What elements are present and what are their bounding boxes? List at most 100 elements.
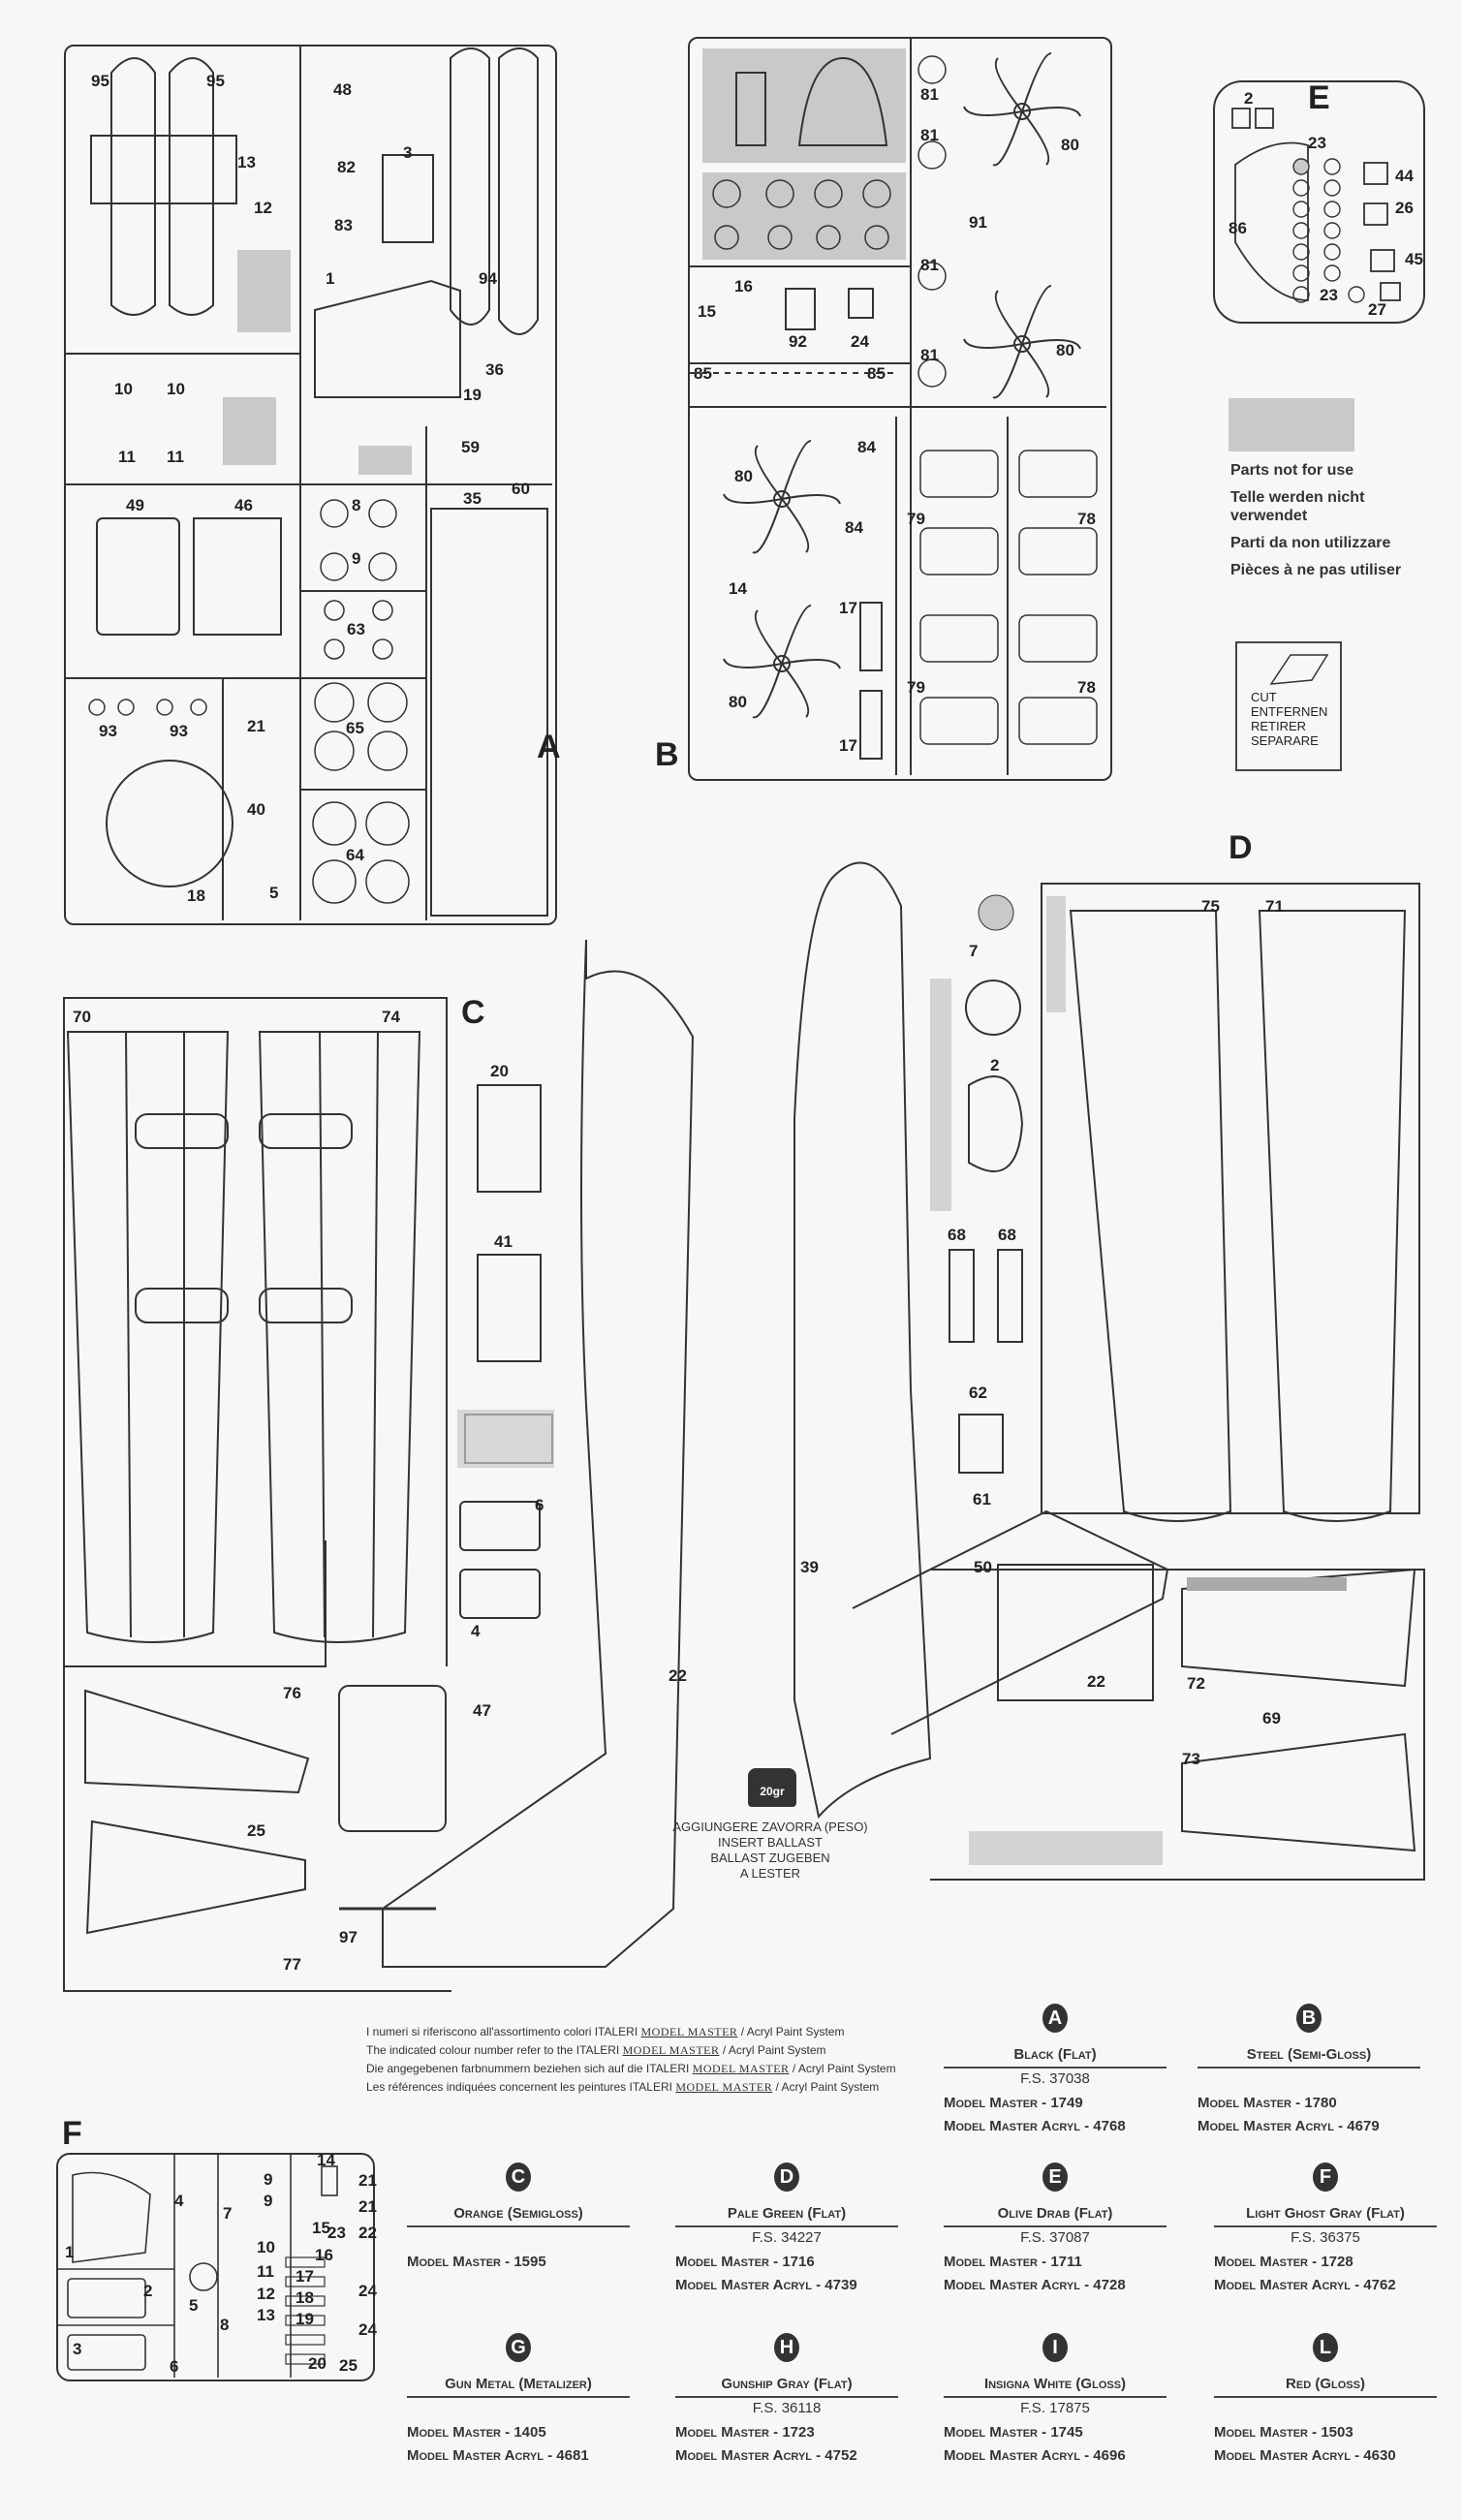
part-number: 2 bbox=[990, 1056, 1000, 1074]
part-number: 13 bbox=[257, 2306, 275, 2324]
part-number: 91 bbox=[969, 213, 987, 232]
part-number: 49 bbox=[126, 496, 144, 514]
color-name: Red (Gloss) bbox=[1214, 2376, 1437, 2398]
cut-label: CUT bbox=[1251, 690, 1277, 704]
part-number: 63 bbox=[347, 620, 365, 638]
part-number: 23 bbox=[1320, 286, 1338, 304]
part-number: 24 bbox=[358, 2320, 377, 2339]
ballast-line: BALLAST ZUGEBEN bbox=[710, 1851, 830, 1865]
legend-line: Pièces à ne pas utiliser bbox=[1230, 562, 1402, 578]
model-master-acryl-code: Model Master Acryl - 4739 bbox=[675, 2277, 857, 2293]
fs-number bbox=[1198, 2070, 1420, 2092]
model-master-logo: MODEL MASTER bbox=[675, 2080, 773, 2094]
part-number: 59 bbox=[461, 438, 480, 456]
part-number: 4 bbox=[174, 2192, 184, 2210]
part-number: 21 bbox=[247, 717, 265, 735]
part-number: 1 bbox=[326, 269, 335, 288]
fs-number: F.S. 36375 bbox=[1291, 2229, 1360, 2246]
part-number: 93 bbox=[170, 722, 188, 740]
part-number: 11 bbox=[118, 448, 136, 466]
color-letter-badge: G bbox=[506, 2333, 531, 2362]
part-number: 68 bbox=[948, 1226, 966, 1244]
part-number: 45 bbox=[1405, 250, 1423, 268]
part-number: 21 bbox=[358, 2171, 377, 2190]
part-number: 18 bbox=[187, 887, 205, 905]
part-number: 11 bbox=[257, 2262, 274, 2281]
color-letter-badge: I bbox=[1042, 2333, 1068, 2362]
part-number: 84 bbox=[857, 438, 876, 456]
part-number: 79 bbox=[907, 510, 925, 528]
part-number: 18 bbox=[296, 2288, 314, 2307]
color-reference-note: I numeri si riferiscono all'assortimento… bbox=[366, 2023, 909, 2097]
part-number: 5 bbox=[189, 2296, 199, 2315]
model-master-acryl-code: Model Master Acryl - 4752 bbox=[675, 2447, 857, 2464]
part-number: 85 bbox=[867, 364, 886, 383]
part-number: 25 bbox=[339, 2356, 358, 2375]
part-number: 82 bbox=[337, 158, 356, 176]
part-number: 20 bbox=[490, 1062, 509, 1080]
part-number: 41 bbox=[494, 1232, 513, 1251]
part-number: 14 bbox=[729, 579, 747, 598]
ballast-weight-icon: 20gr bbox=[748, 1768, 796, 1807]
sprue-letter: A bbox=[537, 729, 561, 765]
part-number: 7 bbox=[223, 2204, 233, 2223]
part-number: 16 bbox=[315, 2246, 333, 2264]
part-number: 80 bbox=[1061, 136, 1079, 154]
color-letter-badge: C bbox=[506, 2162, 531, 2192]
fs-number: F.S. 17875 bbox=[1020, 2400, 1090, 2416]
color-name: Olive Drab (Flat) bbox=[944, 2205, 1166, 2227]
part-number: 92 bbox=[789, 332, 807, 351]
part-number: 15 bbox=[312, 2219, 330, 2237]
fs-number bbox=[1214, 2400, 1437, 2421]
part-number: 69 bbox=[1262, 1709, 1281, 1727]
model-master-code: Model Master - 1723 bbox=[675, 2424, 815, 2441]
ballast-line: AGGIUNGERE ZAVORRA (PESO) bbox=[672, 1820, 868, 1834]
part-number: 25 bbox=[247, 1821, 265, 1840]
legend-not-for-use: Parts not for use Telle werden nicht ver… bbox=[1230, 461, 1444, 579]
model-master-logo: MODEL MASTER bbox=[640, 2025, 738, 2038]
part-number: 10 bbox=[114, 380, 133, 398]
part-number: 35 bbox=[463, 489, 482, 508]
part-number: 78 bbox=[1077, 510, 1096, 528]
part-number: 80 bbox=[1056, 341, 1074, 359]
color-letter-badge: A bbox=[1042, 2004, 1068, 2033]
legend-line: Parts not for use bbox=[1230, 462, 1354, 479]
model-master-acryl-code: Model Master Acryl - 4679 bbox=[1198, 2118, 1380, 2134]
part-number: 24 bbox=[358, 2282, 377, 2300]
sprue-b-frame bbox=[688, 37, 1112, 781]
part-number: 14 bbox=[317, 2151, 335, 2169]
part-number: 22 bbox=[358, 2224, 377, 2242]
model-master-logo: MODEL MASTER bbox=[622, 2043, 720, 2057]
part-number: 15 bbox=[698, 302, 716, 321]
part-number: 3 bbox=[403, 143, 413, 162]
legend-line: Parti da non utilizzare bbox=[1230, 535, 1391, 551]
part-number: 17 bbox=[839, 736, 857, 755]
part-number: 75 bbox=[1201, 897, 1220, 916]
part-number: 7 bbox=[969, 942, 979, 960]
part-number: 39 bbox=[800, 1558, 819, 1576]
ballast-weight: 20gr bbox=[760, 1785, 785, 1798]
model-master-code: Model Master - 1728 bbox=[1214, 2254, 1353, 2270]
reference-line: The indicated colour number refer to the… bbox=[366, 2043, 826, 2057]
cut-label: RETIRER bbox=[1251, 719, 1307, 733]
model-master-code: Model Master - 1716 bbox=[675, 2254, 815, 2270]
cut-label: ENTFERNEN bbox=[1251, 704, 1328, 719]
part-number: 79 bbox=[907, 678, 925, 697]
part-number: 78 bbox=[1077, 678, 1096, 697]
unused-parts-swatch bbox=[1229, 398, 1354, 451]
sprue-letter: E bbox=[1308, 79, 1330, 116]
part-number: 20 bbox=[308, 2354, 327, 2373]
part-number: 27 bbox=[1368, 300, 1386, 319]
color-name: Gun Metal (Metalizer) bbox=[407, 2376, 630, 2398]
model-master-code: Model Master - 1711 bbox=[944, 2254, 1082, 2270]
part-number: 95 bbox=[206, 72, 225, 90]
model-master-code: Model Master - 1503 bbox=[1214, 2424, 1353, 2441]
sprue-letter: D bbox=[1229, 829, 1253, 866]
color-letter-badge: F bbox=[1313, 2162, 1338, 2192]
model-master-code: Model Master - 1745 bbox=[944, 2424, 1083, 2441]
part-number: 80 bbox=[734, 467, 753, 485]
